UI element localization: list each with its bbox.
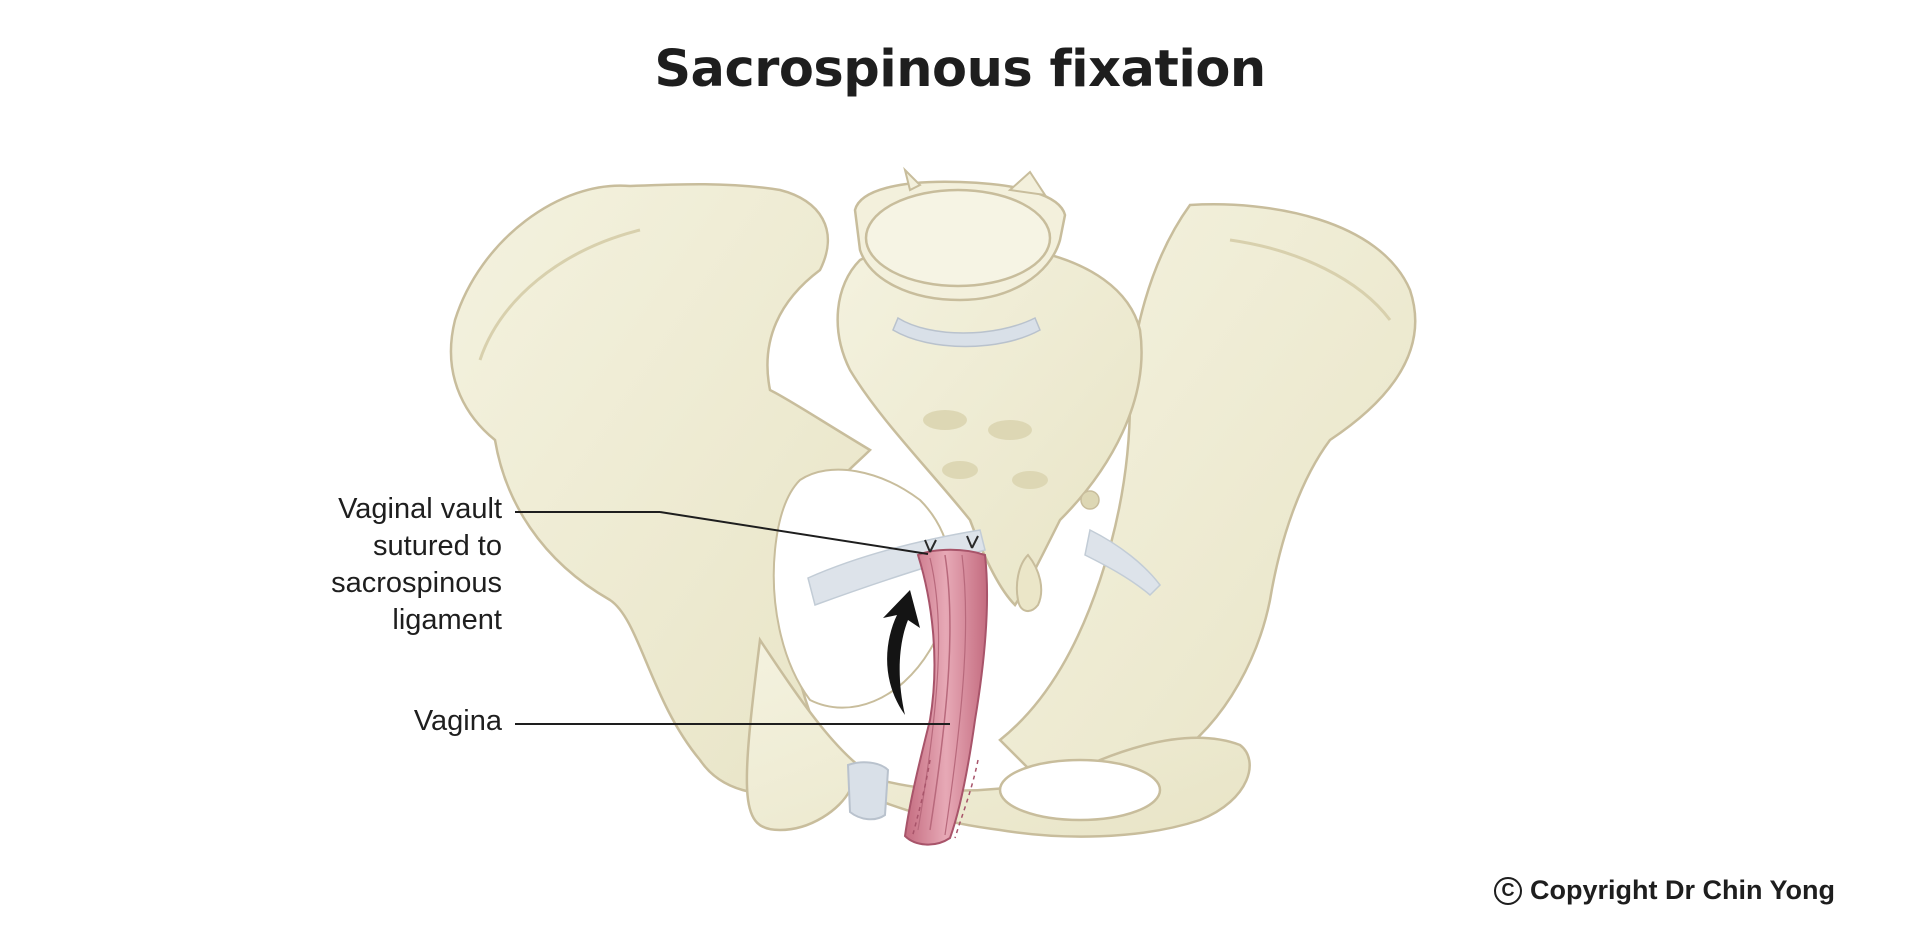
sacrospinous-ligament-right: [1084, 528, 1161, 597]
upward-arrow-icon: [883, 590, 920, 715]
label-line: sutured to: [373, 530, 502, 562]
coccyx: [1015, 553, 1043, 612]
label-line: ligament: [392, 604, 502, 636]
label-vagina: Vagina: [414, 703, 502, 740]
label-line: Vagina: [413, 705, 502, 737]
sacrospinous-ligament-left: [807, 529, 986, 606]
pubic-symphysis: [846, 761, 890, 821]
obturator-foramen: [998, 758, 1162, 822]
copyright-notice: C Copyright Dr Chin Yong: [1494, 875, 1835, 906]
label-line: sacrospinous: [331, 567, 502, 599]
suture-icon: [924, 535, 979, 553]
diagram-title: Sacrospinous fixation: [654, 40, 1266, 99]
copyright-text: Copyright Dr Chin Yong: [1530, 875, 1835, 905]
label-line: Vaginal vault: [338, 493, 502, 525]
label-vaginal-vault: Vaginal vault sutured to sacrospinous li…: [331, 491, 502, 639]
copyright-icon: C: [1494, 876, 1522, 905]
